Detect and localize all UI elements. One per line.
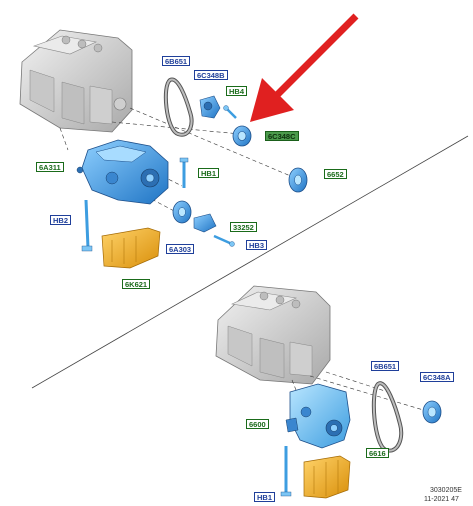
label-6652: 6652 xyxy=(324,169,347,179)
bolt-hb3 xyxy=(213,234,235,247)
oil-baffle-6616 xyxy=(303,455,351,499)
timing-belt-bottom xyxy=(371,381,404,453)
label-6616: 6616 xyxy=(366,448,389,458)
gear-6a303 xyxy=(172,200,192,224)
label-hb3: HB3 xyxy=(246,240,268,250)
red-arrow xyxy=(250,13,359,122)
label-6c348b: 6C348B xyxy=(194,70,228,80)
document-date: 11-2021 47 xyxy=(424,496,459,503)
timing-belt-top xyxy=(163,77,194,137)
document-code: 3030205E xyxy=(430,487,462,494)
pulley-6c348a xyxy=(422,400,442,424)
label-6k621: 6K621 xyxy=(122,279,151,289)
bolt-hb1-bottom xyxy=(280,446,292,497)
label-6b651-bottom: 6B651 xyxy=(371,361,400,371)
label-6c348c: 6C348C xyxy=(265,131,299,141)
label-6a303: 6A303 xyxy=(166,244,195,254)
label-6600: 6600 xyxy=(246,419,269,429)
label-33252: 33252 xyxy=(230,222,257,232)
label-hb1-bottom: HB1 xyxy=(254,492,276,502)
pulley-6c348c xyxy=(232,125,252,147)
oil-baffle-6k621 xyxy=(101,227,161,269)
oil-pump-6600 xyxy=(285,383,351,449)
oil-pump-assembly-6a311 xyxy=(76,139,169,205)
label-hb1-top: HB1 xyxy=(198,168,220,178)
engine-block-bottom xyxy=(215,285,331,385)
label-6c348a: 6C348A xyxy=(420,372,454,382)
bolt-hb2 xyxy=(81,199,93,252)
part-33252 xyxy=(193,213,217,233)
sprocket-6652 xyxy=(288,167,308,193)
engine-block-top xyxy=(19,29,133,133)
bolt-hb1-top xyxy=(179,157,189,188)
label-hb2: HB2 xyxy=(50,215,72,225)
bolt-hb4 xyxy=(223,105,237,119)
tensioner-6c348b xyxy=(199,95,221,119)
label-hb4: HB4 xyxy=(226,86,248,96)
label-6b651-top: 6B651 xyxy=(162,56,191,66)
label-6a311: 6A311 xyxy=(36,162,64,172)
section-divider xyxy=(31,135,469,389)
